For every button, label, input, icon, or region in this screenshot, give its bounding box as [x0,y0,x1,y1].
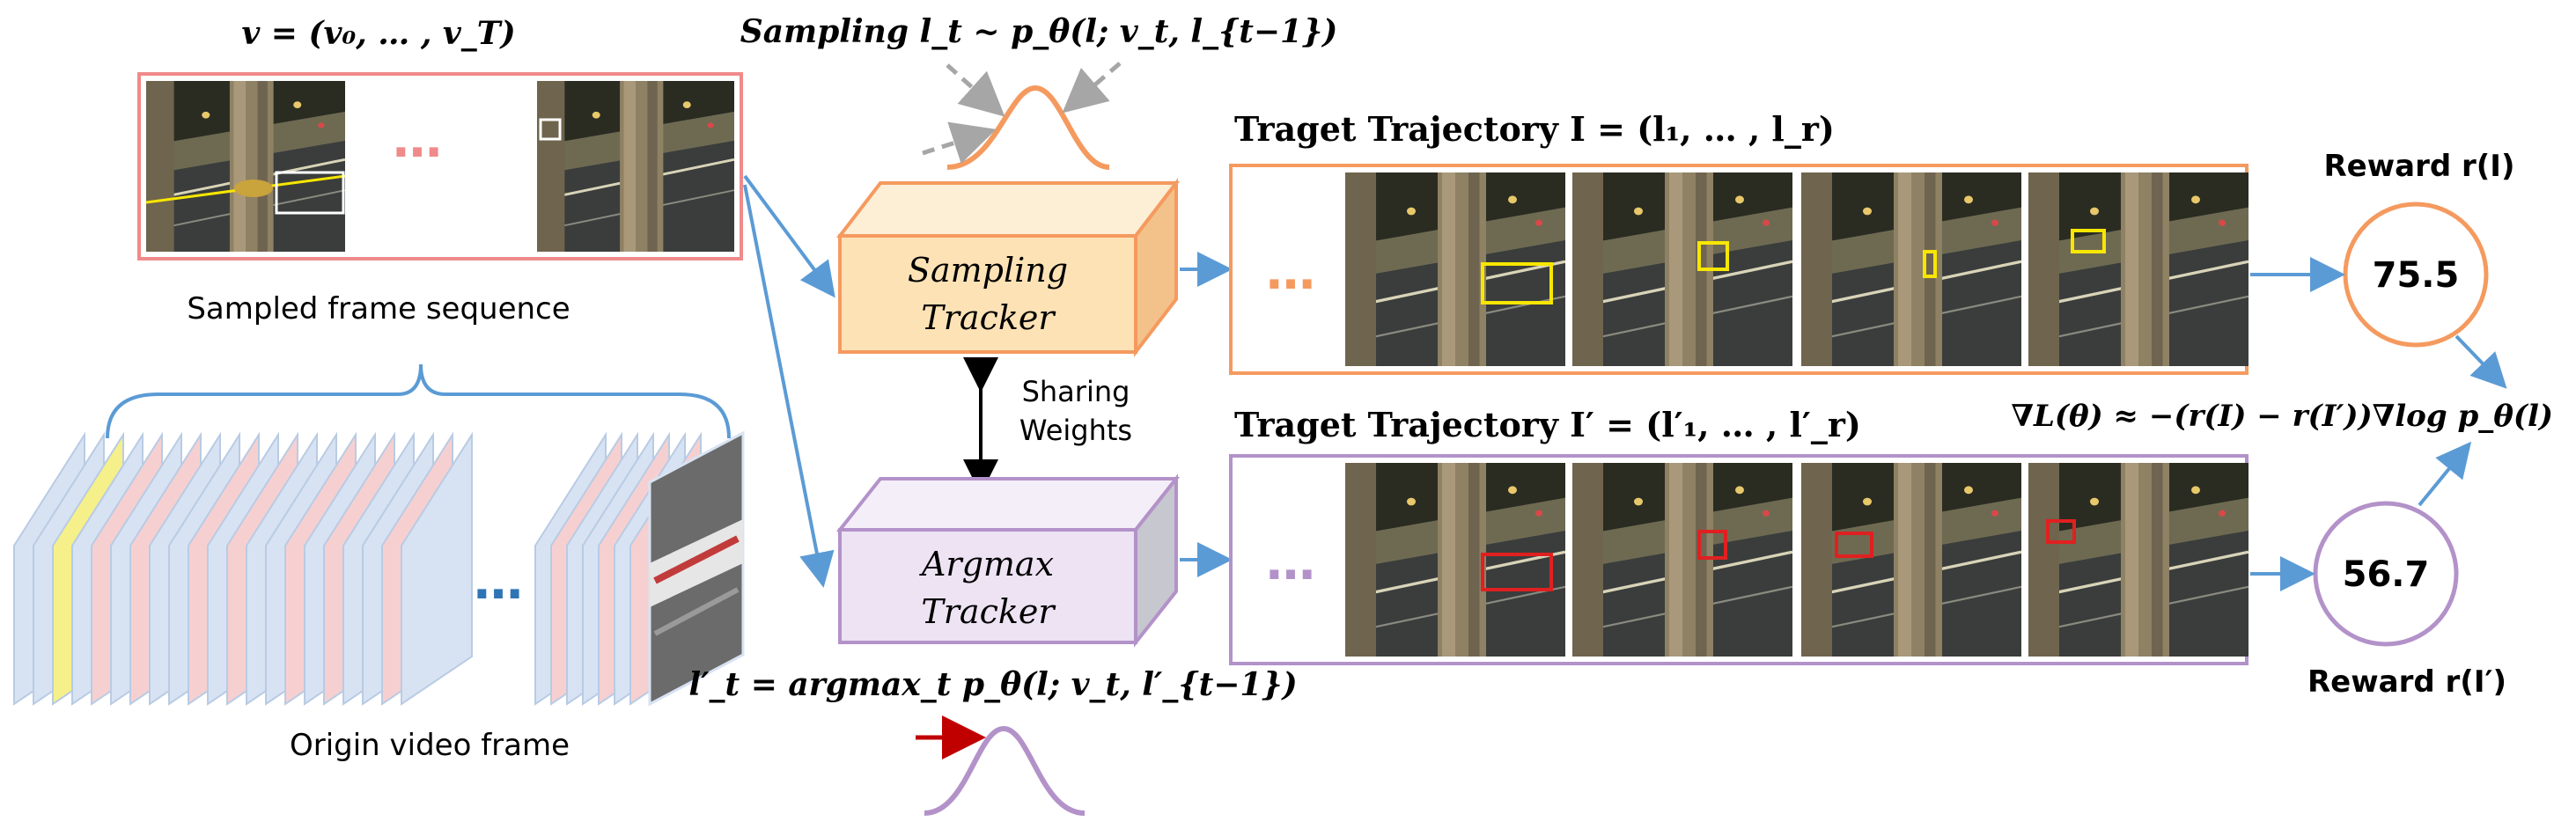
sampled-frame-last [537,81,734,252]
gradient-formula: ∇L(θ) ≈ −(r(I) − r(I′))∇log p_θ(l) [2011,399,2553,434]
trajectory-frame [1345,463,1565,657]
tracking-box [1481,262,1553,304]
argmax-tracker-box [835,473,1181,648]
reward-top-circle [2343,202,2489,348]
sampling-tracker-label-2: Tracker [921,298,1056,337]
trajectory-frame [1801,172,2021,366]
reward-bottom-value: 56.7 [2343,554,2430,595]
trajectory-frame [1801,463,2021,657]
reward-top-value: 75.5 [2373,255,2460,296]
trajectory-top-title: Traget Trajectory I = (l₁, … , l_r) [1234,109,1835,149]
reward-bottom-circle [2313,501,2459,647]
origin-frame-image [648,430,745,707]
trajectory-frame [1572,463,1792,657]
trajectory-top-dots: … [1266,244,1315,301]
argmax-bell-curve [916,715,1086,816]
trajectory-frame [1345,172,1565,366]
reward-top-label: Reward r(I) [2323,149,2514,184]
sharing-weights-line2: Weights [1019,414,1132,447]
sequence-formula: v = (v₀, … , v_T) [241,15,515,52]
trajectory-bottom-frames [1345,463,2248,657]
sampling-formula: Sampling l_t ~ p_θ(l; v_t, l_{t−1}) [740,13,1338,50]
sampled-dots: … [393,112,442,169]
arrow-to-sampling-tracker [743,174,835,298]
trajectory-bottom-dots: … [1266,534,1315,591]
trajectory-frame [2028,172,2248,366]
trajectory-bottom-title: Traget Trajectory I′ = (l′₁, … , l′_r) [1234,405,1861,444]
arrow-to-argmax-tracker [743,184,835,588]
trajectory-top-frames [1345,172,2248,366]
origin-frames-group-left [13,431,473,706]
sampling-bell-curve [922,62,1122,170]
argmax-tracker-label-2: Tracker [921,592,1056,631]
argmax-tracker-label-1: Argmax [919,545,1054,583]
tracking-box [1697,241,1729,271]
tracking-box [2071,229,2106,253]
target-box-last [539,118,562,141]
tracking-box [1697,530,1727,560]
tracking-box [1481,553,1553,591]
trajectory-frame [2028,463,2248,657]
origin-dots: … [474,554,523,611]
arrow-reward-bottom-to-gradient [2418,441,2472,507]
target-box-first [275,171,345,215]
reward-bottom-label: Reward r(I′) [2307,664,2506,700]
arrow-reward-top-to-gradient [2455,334,2507,389]
sampling-tracker-label-1: Sampling [908,251,1068,290]
sampling-tracker-box [835,178,1181,357]
sampling-brace [106,363,731,439]
trajectory-frame [1572,172,1792,366]
tracking-box [1923,250,1937,278]
sampled-frame-first [145,81,346,252]
tracking-box [2046,519,2076,544]
tracking-box [1835,532,1873,558]
sampled-caption: Sampled frame sequence [187,291,570,326]
origin-frame-card [401,431,473,706]
origin-caption: Origin video frame [290,728,570,763]
sharing-weights-line1: Sharing [1022,375,1130,408]
argmax-formula: l′_t = argmax_t p_θ(l; v_t, l′_{t−1}) [688,666,1297,703]
